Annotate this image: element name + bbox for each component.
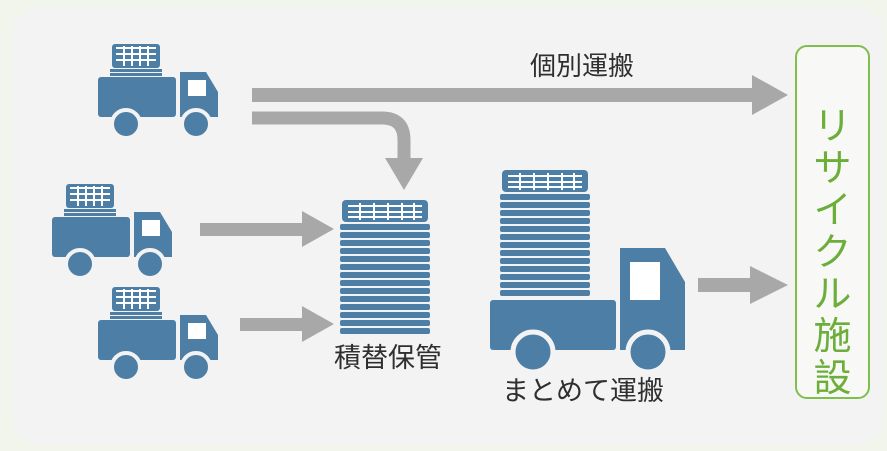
truck-icon (50, 182, 174, 280)
arrow-right-icon (698, 266, 788, 304)
facility-char: ク (813, 230, 852, 274)
facility-char: サ (813, 146, 852, 190)
facility-char: イ (813, 188, 852, 232)
transfer-storage-label: 積替保管 (334, 343, 442, 374)
truck-icon (490, 169, 685, 375)
facility-char: ル (813, 272, 852, 316)
truck-icon (96, 285, 220, 383)
arrow-right-icon (240, 306, 334, 342)
bulk-transport-label: まとめて運搬 (502, 376, 664, 407)
facility-char: リ (813, 104, 852, 148)
arrow-down-icon (252, 111, 423, 190)
arrow-right-icon (252, 75, 788, 115)
solar-panel-stack-icon (340, 199, 430, 334)
facility-char: 施 (813, 314, 852, 358)
recycling-facility-box: リ サ イ ク ル 施 設 (795, 45, 870, 399)
arrow-right-icon (200, 211, 334, 247)
individual-transport-label: 個別運搬 (530, 52, 635, 82)
recycling-facility-label: リ サ イ ク ル 施 設 (797, 105, 868, 399)
facility-char: 設 (813, 356, 852, 400)
truck-icon (96, 42, 220, 140)
